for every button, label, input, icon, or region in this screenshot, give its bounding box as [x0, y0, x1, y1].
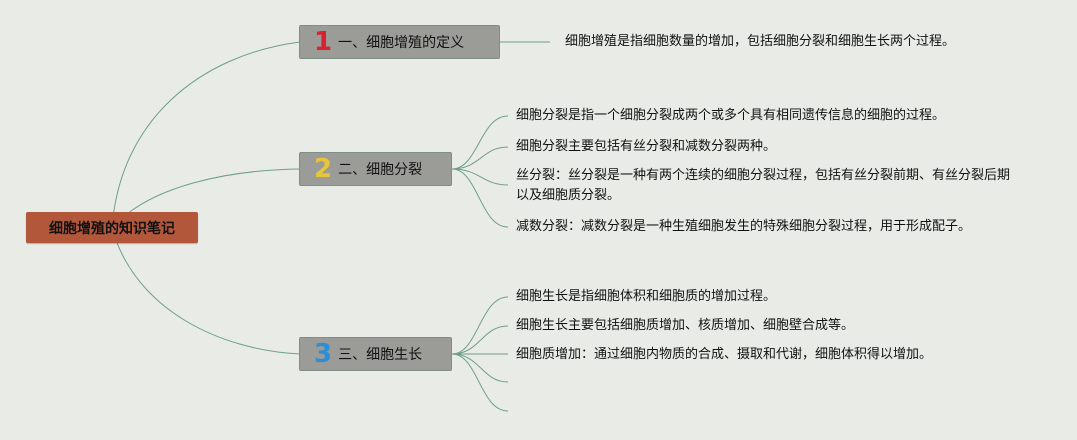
link-branch-2-note-1	[451, 115, 509, 170]
link-branch-3-note-2	[451, 325, 509, 355]
link-root-branch-3	[111, 227, 301, 355]
note-growth-2[interactable]: 细胞生长主要包括细胞质增加、核质增加、细胞壁合成等。	[516, 318, 855, 333]
note-division-1[interactable]: 细胞分裂是指一个细胞分裂成两个或多个具有相同遗传信息的细胞的过程。	[516, 108, 946, 123]
branch-definition[interactable]: 1 一、细胞增殖的定义	[299, 25, 500, 59]
note-division-4[interactable]: 减数分裂：减数分裂是一种生殖细胞发生的特殊细胞分裂过程，用于形成配子。	[516, 219, 972, 234]
branch-cell-growth[interactable]: 3 三、细胞生长	[299, 337, 452, 371]
root-topic[interactable]: 细胞增殖的知识笔记	[26, 212, 198, 243]
link-branch-3-note-4	[451, 353, 509, 383]
number-1-icon: 1	[314, 27, 333, 57]
number-3-icon: 3	[314, 339, 333, 369]
link-branch-3-note-5	[451, 353, 509, 412]
branch-label: 一、细胞增殖的定义	[338, 35, 465, 51]
branch-label: 二、细胞分裂	[338, 162, 423, 178]
link-root-branch-1	[111, 41, 301, 229]
link-branch-2-note-4	[451, 168, 509, 228]
link-branch-2-note-2	[451, 146, 509, 170]
branch-label: 三、细胞生长	[338, 347, 423, 363]
note-definition[interactable]: 细胞增殖是指细胞数量的增加，包括细胞分裂和细胞生长两个过程。	[565, 34, 956, 49]
link-branch-3-note-1	[451, 296, 509, 355]
note-division-2[interactable]: 细胞分裂主要包括有丝分裂和减数分裂两种。	[516, 139, 777, 154]
branch-cell-division[interactable]: 2 二、细胞分裂	[299, 152, 452, 186]
link-branch-2-note-3	[451, 168, 509, 186]
note-division-3[interactable]: 丝分裂：丝分裂是一种有两个连续的细胞分裂过程，包括有丝分裂前期、有丝分裂后期以及…	[516, 168, 1011, 203]
number-2-icon: 2	[314, 154, 333, 184]
note-growth-3[interactable]: 细胞质增加：通过细胞内物质的合成、摄取和代谢，细胞体积得以增加。	[516, 347, 933, 362]
note-growth-1[interactable]: 细胞生长是指细胞体积和细胞质的增加过程。	[516, 289, 777, 304]
